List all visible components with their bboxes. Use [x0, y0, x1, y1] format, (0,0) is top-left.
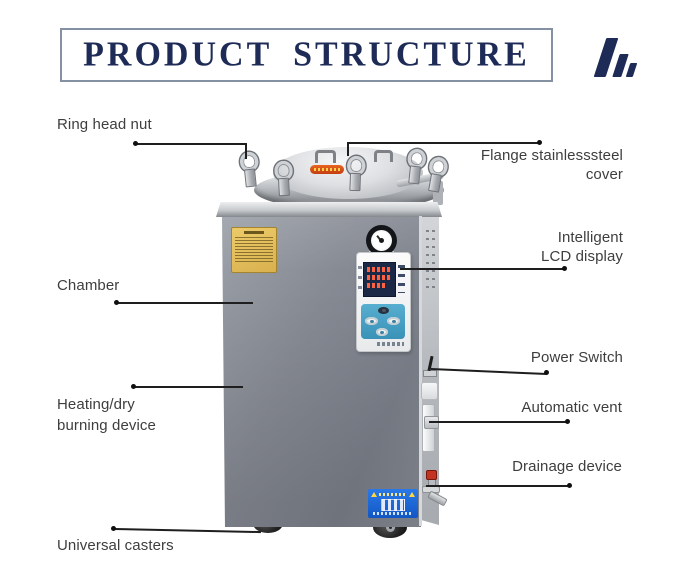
ring-head-nut-part — [424, 155, 449, 194]
callout-line — [134, 386, 243, 388]
keypad-button — [387, 317, 400, 325]
indicator-icons — [358, 266, 362, 292]
ring-head-nut-part — [404, 148, 427, 185]
power-supply-label — [368, 489, 418, 518]
callout-power-switch: Power Switch — [530, 349, 623, 366]
callout-dot — [537, 140, 542, 145]
label-digits — [381, 499, 405, 511]
indicator-icons — [398, 265, 405, 293]
callout-line — [426, 485, 571, 487]
side-vent-slits — [432, 230, 435, 290]
lcd-screen — [363, 262, 396, 297]
body-front — [222, 216, 421, 527]
keypad-button — [365, 317, 378, 325]
callout-line — [400, 268, 565, 270]
callout-line — [429, 421, 567, 423]
callout-ring-head-nut: Ring head nut — [57, 116, 152, 133]
callout-line — [113, 528, 261, 533]
warning-triangle-icon — [244, 231, 264, 234]
ring-head-nut-part — [273, 160, 294, 197]
callout-dot — [111, 526, 116, 531]
callout-dot — [567, 483, 572, 488]
callout-line — [347, 142, 349, 156]
callout-chamber: Chamber — [57, 277, 120, 294]
pressure-gauge — [366, 225, 397, 256]
body-corner-highlight — [419, 216, 422, 526]
keypad-button — [378, 307, 389, 314]
callout-automatic-vent: Automatic vent — [521, 399, 622, 416]
callout-line — [347, 142, 540, 144]
callout-line — [117, 302, 253, 304]
keypad-button — [376, 328, 388, 336]
callout-dot — [133, 141, 138, 146]
keypad — [361, 304, 405, 339]
callout-flange-cover: Flange stainlesssteel cover — [480, 147, 623, 183]
ring-head-nut-part — [345, 155, 366, 192]
callout-lcd-display: Intelligent LCD display — [541, 229, 623, 265]
callout-drainage-device: Drainage device — [512, 458, 622, 475]
callout-universal-casters: Universal casters — [57, 537, 174, 554]
side-vent-slits — [426, 230, 429, 290]
callout-dot — [544, 370, 549, 375]
warning-triangle-icon — [409, 491, 415, 497]
caster-hub — [385, 523, 395, 532]
page-title: PRODUCT STRUCTURE — [83, 35, 530, 74]
callout-dot — [562, 266, 567, 271]
callout-heating-device: Heating/dry burning device — [57, 396, 156, 434]
warning-triangle-icon — [371, 491, 377, 497]
automatic-vent-part — [421, 382, 438, 400]
lid-handle — [315, 150, 336, 163]
panel-brand-text — [377, 342, 404, 346]
warning-label — [231, 227, 277, 273]
title-box: PRODUCT STRUCTURE — [60, 28, 553, 82]
callout-dot — [565, 419, 570, 424]
callout-dot — [114, 300, 119, 305]
callout-line — [245, 143, 247, 159]
callout-line — [136, 143, 246, 145]
logo-bar — [625, 63, 638, 77]
lid-handle — [374, 150, 393, 162]
lid-hinge — [433, 181, 443, 205]
control-panel — [356, 252, 411, 352]
top-rim — [216, 202, 442, 217]
callout-line — [430, 368, 547, 375]
callout-dot — [131, 384, 136, 389]
lid-brand-sticker — [310, 165, 344, 174]
drain-valve-knob — [426, 470, 437, 480]
brand-logo-icon — [593, 36, 646, 80]
ring-head-nut-part — [238, 151, 261, 188]
